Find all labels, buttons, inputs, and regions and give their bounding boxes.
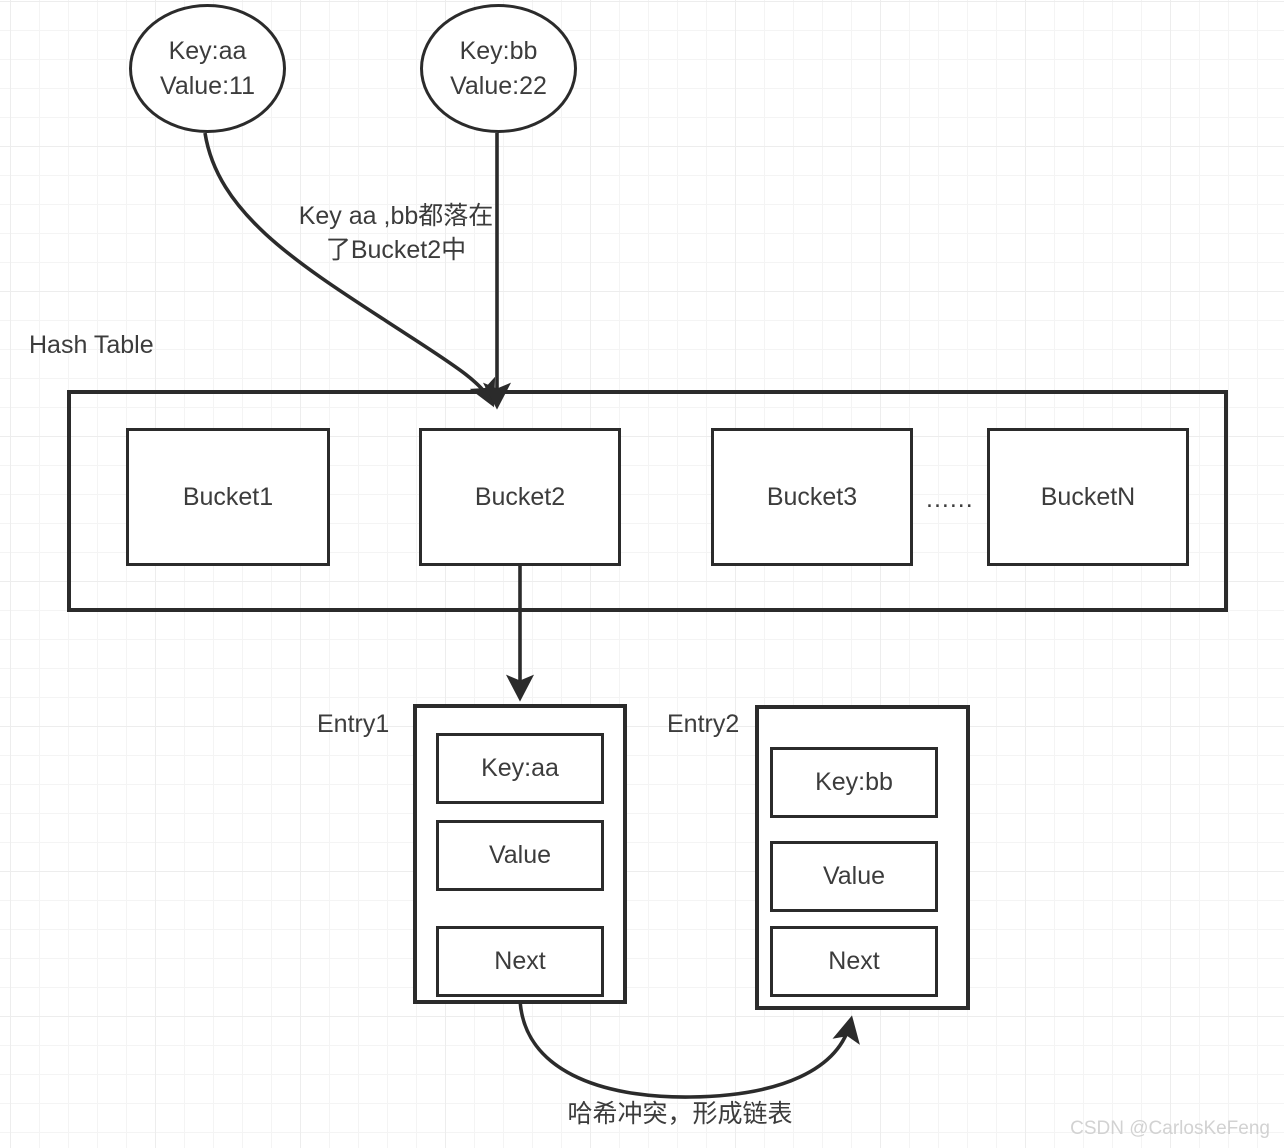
hash-table-label: Hash Table xyxy=(29,331,154,359)
entry-1-field-key-label: Key:aa xyxy=(481,754,559,782)
annotation-hash-collision-chain: 哈希冲突，形成链表 xyxy=(567,1100,793,1128)
bucket-1[interactable]: Bucket1 xyxy=(126,428,330,566)
edge-node1-to-bucket2 xyxy=(203,132,496,408)
entry-2-field-key[interactable]: Key:bb xyxy=(770,747,938,818)
node-key-aa[interactable]: Key:aa Value:11 xyxy=(129,4,286,133)
bucket-ellipsis: ...... xyxy=(926,485,974,513)
entry-2-field-next-label: Next xyxy=(828,947,880,975)
node-key-bb-value: Value:22 xyxy=(450,71,547,100)
node-key-aa-value: Value:11 xyxy=(160,71,255,100)
entry-2-field-value[interactable]: Value xyxy=(770,841,938,912)
bucket-2[interactable]: Bucket2 xyxy=(419,428,621,566)
node-key-bb-key: Key:bb xyxy=(459,37,538,65)
bucket-n-label: BucketN xyxy=(1040,482,1136,511)
annotation-bucket-collision-line2: 了Bucket2中 xyxy=(325,235,467,264)
entry-1-field-value[interactable]: Value xyxy=(436,820,604,891)
entry-2-field-value-label: Value xyxy=(822,862,886,890)
edge-entry1-next-to-entry2 xyxy=(518,999,860,1099)
node-key-aa-key: Key:aa xyxy=(168,37,247,65)
entry-1-field-next-label: Next xyxy=(494,947,546,975)
bucket-n[interactable]: BucketN xyxy=(987,428,1189,566)
annotation-bucket-collision-line1: Key aa ,bb都落在 xyxy=(298,202,494,230)
entry-1-field-next[interactable]: Next xyxy=(436,926,604,997)
entry-1-field-key[interactable]: Key:aa xyxy=(436,733,604,804)
bucket-2-label: Bucket2 xyxy=(474,482,566,511)
bucket-1-label: Bucket1 xyxy=(182,482,274,511)
node-key-bb[interactable]: Key:bb Value:22 xyxy=(420,4,577,133)
hash-table-container xyxy=(67,390,1228,612)
watermark: CSDN @CarlosKeFeng xyxy=(1070,1118,1270,1139)
bucket-3[interactable]: Bucket3 xyxy=(711,428,913,566)
entry-1-field-value-label: Value xyxy=(488,841,552,869)
bucket-3-label: Bucket3 xyxy=(766,482,858,511)
annotation-bucket-collision: Key aa ,bb都落在 了Bucket2中 xyxy=(266,200,526,268)
entry-2-label: Entry2 xyxy=(667,710,740,738)
entry-1-label: Entry1 xyxy=(317,710,390,738)
entry-2-field-key-label: Key:bb xyxy=(815,768,893,796)
entry-2-field-next[interactable]: Next xyxy=(770,926,938,997)
